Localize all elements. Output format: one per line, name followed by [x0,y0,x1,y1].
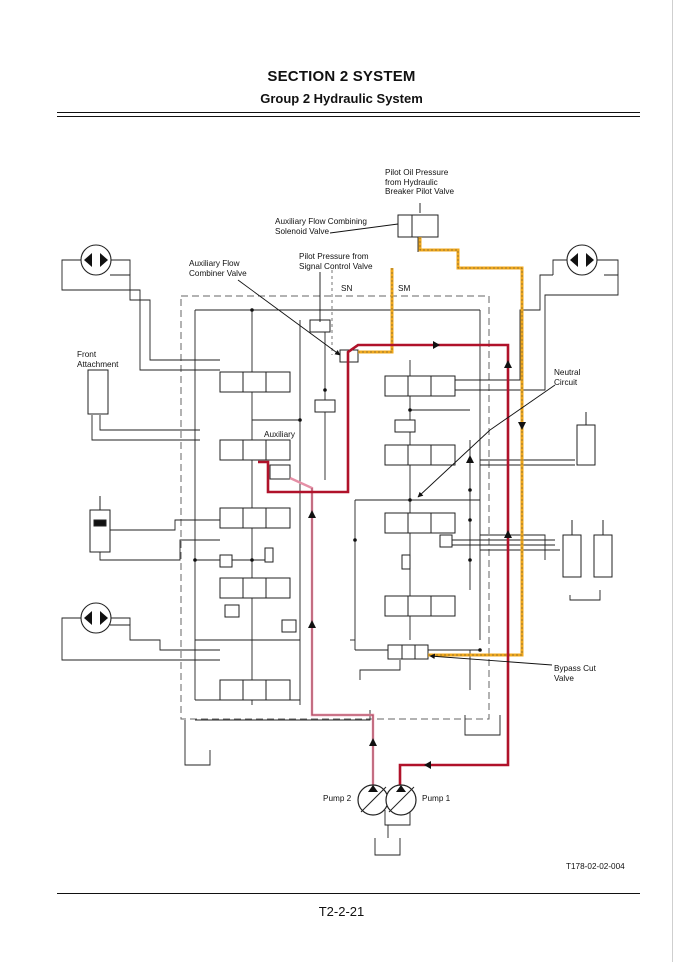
header-rule-thick [57,112,640,113]
callout-leaders [237,203,556,666]
hydraulic-lines [61,236,619,856]
label-bypass-cut-valve: Bypass Cut Valve [554,664,596,683]
flow-arrows [308,341,526,769]
header-rule-thin [57,116,640,117]
left-lower-motor [61,602,131,634]
right-cylinders [562,412,613,578]
control-valve-outline [180,295,490,720]
section-title: SECTION 2 SYSTEM [267,68,416,85]
label-aux-flow-combiner: Auxiliary Flow Combiner Valve [189,259,247,278]
label-neutral-circuit: Neutral Circuit [554,368,581,387]
pump2-flow-line [289,476,375,788]
label-sn: SN [341,284,353,293]
junction-dots [193,308,482,652]
left-cylinder [89,496,111,553]
front-attachment-cylinder [87,369,109,415]
label-pump1: Pump 1 [422,794,451,803]
figure-id: T178-02-02-004 [566,862,625,871]
label-auxiliary: Auxiliary [264,430,295,439]
label-pilot-oil-pressure: Pilot Oil Pressure from Hydraulic Breake… [385,168,455,197]
page-number: T2-2-21 [318,904,365,919]
label-sm: SM [398,284,411,293]
label-pilot-signal-control: Pilot Pressure from Signal Control Valve [299,252,373,271]
label-front-attachment: Front Attachment [77,350,119,369]
pump-1 [385,784,417,816]
footer-rule [57,893,640,894]
label-aux-flow-solenoid: Auxiliary Flow Combining Solenoid Valve [275,217,367,236]
pump1-flow-line [258,343,510,788]
spool-valves [219,214,456,701]
pump-2 [357,784,389,816]
right-motor [552,244,619,276]
label-pump2: Pump 2 [323,794,352,803]
left-upper-motor [61,244,131,276]
group-title: Group 2 Hydraulic System [260,91,423,106]
